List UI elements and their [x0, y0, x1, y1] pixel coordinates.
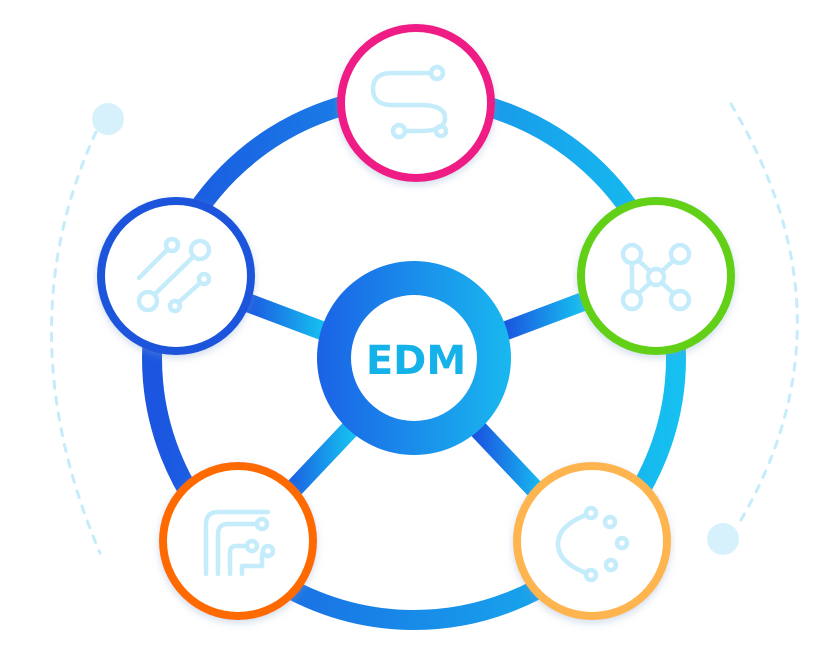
node-right — [577, 197, 735, 355]
spoke-bottom-right — [469, 420, 552, 507]
node-bottom-left-circle — [159, 462, 317, 620]
spoke-left — [242, 293, 327, 340]
network-nodes-icon — [620, 242, 692, 312]
node-top — [337, 24, 495, 182]
center-label: EDM — [366, 338, 466, 384]
center-hub-inner — [351, 295, 477, 421]
spoke-right — [501, 293, 586, 340]
dashed-arc-left — [50, 130, 102, 555]
s-curve-circuit-icon — [370, 64, 449, 140]
center-hub: EDM — [317, 261, 511, 455]
diagonal-links-icon — [136, 236, 212, 314]
node-bottom-right — [513, 462, 671, 620]
decor-left — [50, 103, 124, 555]
decor-right — [707, 102, 799, 555]
node-left — [97, 197, 255, 355]
arc-dots-icon — [555, 505, 630, 583]
decor-dot-left — [92, 103, 124, 135]
node-bottom-right-circle — [513, 462, 671, 620]
node-right-circle — [577, 197, 735, 355]
decor-dot-right — [707, 523, 739, 555]
circuit-traces-icon — [203, 509, 276, 577]
dashed-arc-right — [729, 102, 799, 527]
node-bottom-left — [159, 462, 317, 620]
